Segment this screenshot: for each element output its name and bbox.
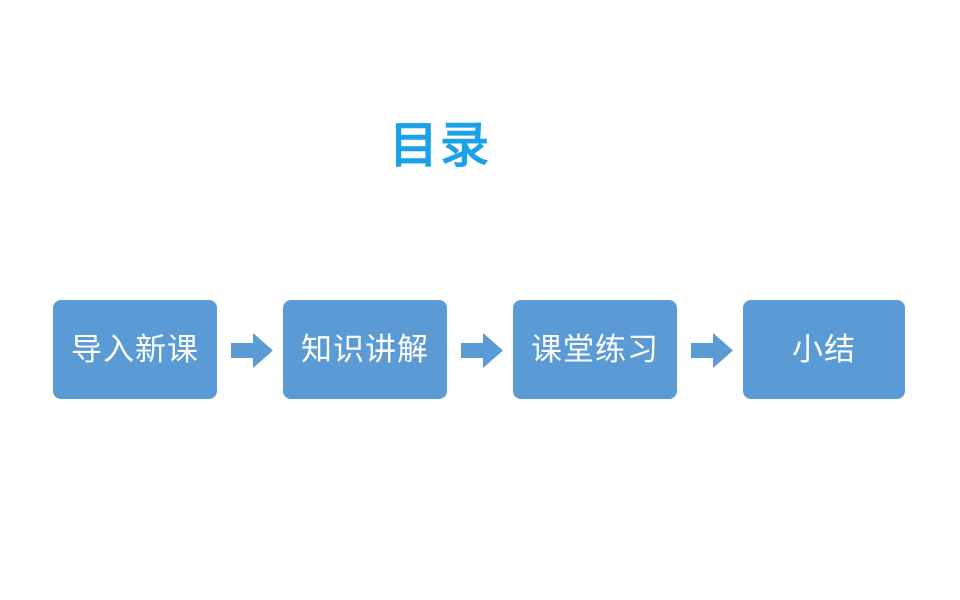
flow-step-3-label: 课堂练习 — [531, 331, 659, 367]
flow-step-1[interactable]: 导入新课 — [53, 300, 217, 399]
arrow-right-icon — [691, 333, 733, 368]
flow-step-1-label: 导入新课 — [71, 331, 199, 367]
arrow-right-icon — [461, 333, 503, 368]
arrow-right-icon — [231, 333, 273, 368]
flow-step-4-label: 小结 — [792, 331, 856, 367]
page-title: 目录 — [388, 119, 491, 173]
flow-diagram: 导入新课 知识讲解 课堂练习 小结 — [0, 300, 960, 400]
flow-step-3[interactable]: 课堂练习 — [513, 300, 677, 399]
flow-step-2[interactable]: 知识讲解 — [283, 300, 447, 399]
flow-step-2-label: 知识讲解 — [301, 331, 429, 367]
flow-step-4[interactable]: 小结 — [743, 300, 905, 399]
